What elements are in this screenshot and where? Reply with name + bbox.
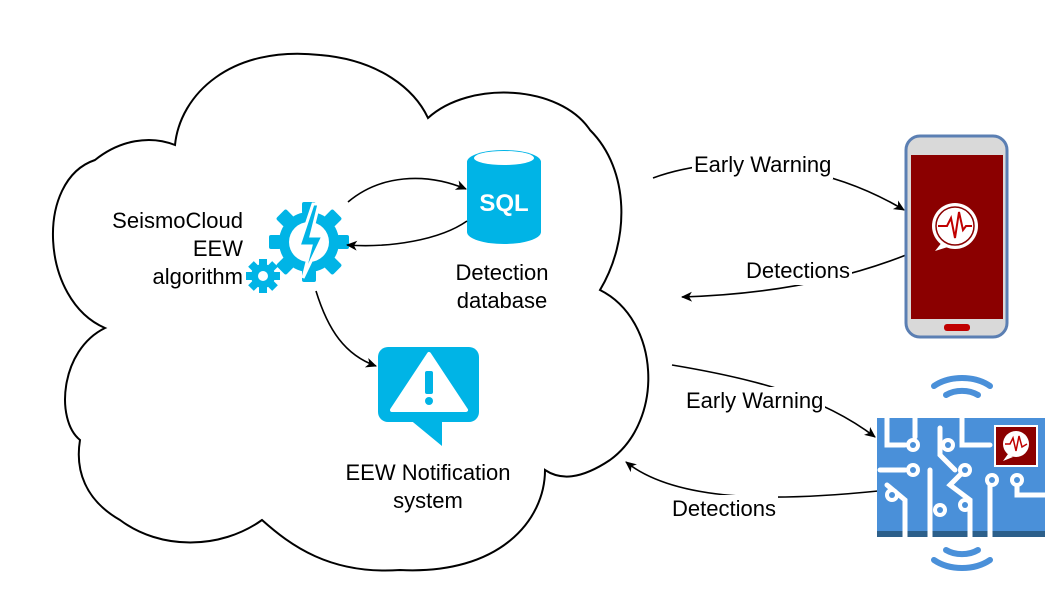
sql-database-icon: SQL [467,150,541,244]
sensor-early-warning-label: Early Warning [684,387,826,415]
algorithm-label: SeismoCloud EEW algorithm [90,207,243,291]
database-label-line1: Detection [455,260,549,285]
algorithm-label-line1: SeismoCloud [112,208,243,233]
algorithm-label-line2: EEW [192,236,243,261]
arrow-detections-from-phone [681,254,907,302]
arrow-database-to-algorithm [346,220,468,251]
arrow-detections-from-sensor [625,461,879,498]
notification-label-line2: system [393,488,463,513]
database-label: Detection database [432,259,572,315]
iot-sensor-board-icon [877,374,1048,572]
sensor-detections-label: Detections [670,495,778,523]
seismocloud-app-icon [932,203,978,251]
notification-label: EEW Notification system [328,459,528,515]
arrow-algorithm-to-database [347,177,467,203]
smartphone-icon [904,134,1009,339]
algorithm-label-line3: algorithm [152,264,243,289]
sql-icon-text: SQL [479,190,528,217]
seismocloud-app-icon [994,425,1038,467]
notification-label-line1: EEW Notification [345,460,511,485]
phone-detections-label: Detections [744,257,852,285]
arrow-algorithm-to-notification [315,290,377,368]
phone-early-warning-label: Early Warning [692,151,834,179]
warning-bubble-icon [378,347,479,446]
database-label-line2: database [456,288,548,313]
gears-lightning-icon [246,202,349,293]
